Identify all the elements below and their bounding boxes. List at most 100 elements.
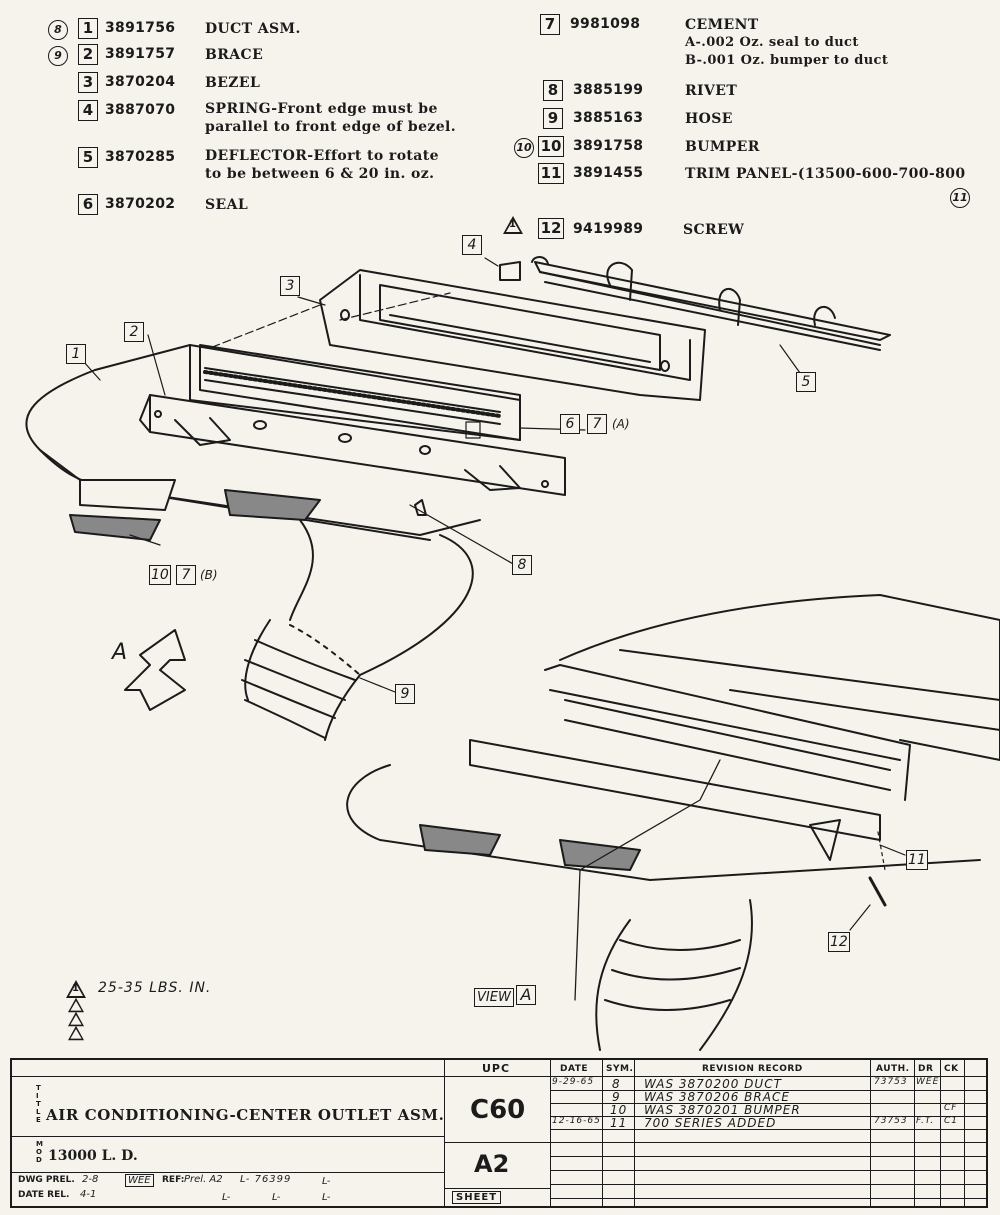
- rev-header-dr: DR: [918, 1064, 934, 1074]
- revision-symbol: 11: [950, 188, 970, 208]
- item-number: 1: [78, 18, 98, 39]
- part-name: BRACE: [205, 47, 264, 63]
- rev-header-record: REVISION RECORD: [702, 1064, 803, 1074]
- drafter-initials: WEE: [125, 1174, 154, 1187]
- part-number: 3891758: [573, 138, 644, 154]
- item-number: 9: [543, 108, 563, 129]
- part-number: 3885163: [573, 110, 644, 126]
- date-label: DATE REL.: [18, 1190, 70, 1200]
- part-name: BUMPER: [685, 139, 760, 155]
- item-number: 7: [540, 14, 560, 35]
- upc-value: C60: [470, 1095, 526, 1125]
- item-number: 4: [78, 100, 98, 121]
- part-number: 3870202: [105, 196, 176, 212]
- seal: [199, 344, 521, 441]
- rev-ck: C1: [944, 1116, 959, 1126]
- model-tag: MOD: [36, 1140, 43, 1164]
- rev-date: 12-16-65: [552, 1116, 601, 1126]
- part-name: RIVET: [685, 83, 738, 99]
- part-name: SEAL: [205, 197, 249, 213]
- title-tag: TITLE: [36, 1084, 41, 1124]
- bumpers: [69, 479, 321, 541]
- part-number: 3891757: [105, 46, 176, 62]
- rev-dr: F.T.: [916, 1116, 935, 1126]
- torque-triangle-icon: 1: [66, 980, 86, 998]
- ref-value: Prel. A2: [184, 1174, 223, 1185]
- part-number: 3870285: [105, 149, 176, 165]
- l-blank: L-: [322, 1176, 331, 1187]
- callout-7b-suffix: (B): [200, 568, 218, 582]
- part-name: DUCT ASM.: [205, 21, 301, 37]
- callout-2: 2: [124, 322, 144, 342]
- part-name: HOSE: [685, 111, 733, 127]
- callout-7a: 7: [587, 414, 607, 434]
- torque-note: 25-35 LBS. IN.: [98, 980, 212, 996]
- l-blank: L-: [272, 1192, 281, 1203]
- rev-header-date: DATE: [560, 1064, 589, 1074]
- rev-date: 9-29-65: [552, 1077, 595, 1087]
- callout-5: 5: [796, 372, 816, 392]
- l-blank: L-: [222, 1192, 231, 1203]
- date-value: 4-1: [80, 1189, 97, 1200]
- rev-auth: 73753: [874, 1116, 908, 1126]
- torque-triangle-icon: [68, 1011, 84, 1027]
- rev-record: WAS 3870201 BUMPER: [644, 1103, 801, 1117]
- part-number: 9981098: [570, 16, 641, 32]
- view-a-detail: [346, 594, 1000, 1051]
- part-name-line2: parallel to front edge of bezel.: [205, 119, 457, 135]
- item-number: 3: [78, 72, 98, 93]
- arrow-label: A: [112, 640, 128, 665]
- part-number: 3887070: [105, 102, 176, 118]
- part-name: SPRING-Front edge must be: [205, 101, 438, 117]
- rev-record: 700 SERIES ADDED: [644, 1116, 777, 1130]
- hose: [241, 519, 474, 741]
- part-number: 3885199: [573, 82, 644, 98]
- title-block: TITLE AIR CONDITIONING-CENTER OUTLET ASM…: [10, 1058, 988, 1208]
- rev-header-sym: SYM.: [606, 1064, 634, 1074]
- torque-triangle-icon: [68, 1025, 84, 1041]
- bezel: [319, 269, 706, 401]
- dwg-value: 2-8: [82, 1174, 99, 1185]
- sheet-code: A2: [474, 1150, 510, 1178]
- view-direction-arrow: [124, 629, 186, 711]
- part-name-line2: to be between 6 & 20 in. oz.: [205, 166, 435, 182]
- rev-ck: CF: [944, 1103, 958, 1113]
- callout-4: 4: [462, 235, 482, 255]
- item-number: 2: [78, 44, 98, 65]
- view-label: VIEW: [474, 988, 514, 1007]
- leader-lines: [74, 257, 801, 693]
- view-box: A: [516, 985, 536, 1005]
- revision-symbol: 8: [48, 20, 68, 40]
- l-number: L- 76399: [240, 1174, 292, 1185]
- part-name: DEFLECTOR-Effort to rotate: [205, 148, 439, 164]
- drawing-title: AIR CONDITIONING-CENTER OUTLET ASM.: [46, 1106, 445, 1124]
- item-number: 8: [543, 80, 563, 101]
- revision-symbol: 10: [514, 138, 534, 158]
- ref-label: REF:: [162, 1175, 185, 1185]
- deflector: [531, 256, 891, 351]
- part-name: CEMENT: [685, 17, 759, 33]
- rev-auth: 73753: [874, 1077, 908, 1087]
- exploded-view-drawing: [25, 256, 1000, 1051]
- callout-8: 8: [512, 555, 532, 575]
- callout-11: 11: [906, 850, 928, 870]
- brace: [139, 394, 566, 496]
- callout-10: 10: [149, 565, 171, 585]
- torque-triangle-icon: 1: [503, 216, 523, 234]
- part-number: 3870204: [105, 74, 176, 90]
- callout-6: 6: [560, 414, 580, 434]
- item-number: 12: [538, 218, 564, 239]
- revision-symbol: 9: [48, 46, 68, 66]
- rev-header-ck: CK: [944, 1064, 959, 1074]
- item-number: 10: [538, 136, 564, 157]
- part-name-line3: B-.001 Oz. bumper to duct: [685, 53, 889, 68]
- callout-7b: 7: [176, 565, 196, 585]
- rev-sym: 8: [612, 1077, 621, 1091]
- callout-12: 12: [828, 932, 850, 952]
- torque-triangle-icon: [68, 997, 84, 1013]
- l-blank: L-: [322, 1192, 331, 1203]
- part-name: TRIM PANEL-(13500-600-700-800: [685, 166, 966, 182]
- callout-3: 3: [280, 276, 300, 296]
- item-number: 6: [78, 194, 98, 215]
- callout-9: 9: [395, 684, 415, 704]
